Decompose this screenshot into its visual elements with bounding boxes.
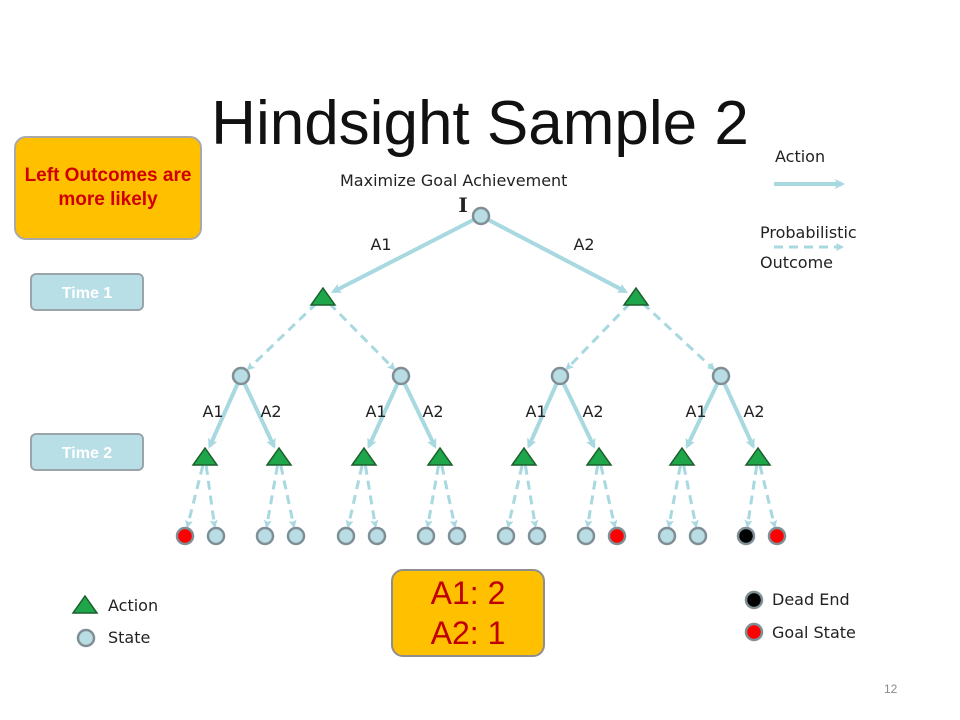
time-2-label: Time 2 (30, 433, 144, 471)
leaf-node-5-state (336, 526, 356, 546)
edge-state-2-a2 (402, 382, 437, 449)
level2-action-node-4 (426, 446, 454, 466)
legend-probabilistic-label-2: Outcome (760, 253, 834, 272)
edge-leaf-5 (345, 465, 364, 529)
leaf-node-8-state (447, 526, 467, 546)
edge-leaf-1 (185, 465, 205, 529)
edge-leaf-15 (744, 465, 759, 529)
leaf-node-11-state (576, 526, 596, 546)
edge-state-1-a2 (242, 382, 276, 449)
time-1-label: Time 1 (30, 273, 144, 311)
legend-dead-end-circle (744, 590, 764, 610)
level2-label-7: A1 (685, 402, 706, 421)
edge-root-to-action-1 (331, 217, 475, 294)
legend-dead-end-label: Dead End (772, 590, 850, 609)
tree-edges (185, 217, 778, 529)
level2-label-1: A1 (202, 402, 223, 421)
level2-action-node-1 (191, 446, 219, 466)
level2-state-node-4 (711, 366, 731, 386)
level2-state-node-1 (231, 366, 251, 386)
level2-state-node-3 (550, 366, 570, 386)
edge-leaf-4 (279, 465, 297, 529)
edge-state-3-a2 (561, 382, 596, 449)
level1-action-node-1 (309, 286, 337, 306)
edge-leaf-3 (263, 465, 279, 529)
leaf-node-10-state (527, 526, 547, 546)
edge-outcome-3 (565, 302, 631, 371)
result-a1: A1: 2 (430, 575, 506, 611)
legend-action-triangle (71, 594, 99, 614)
edge-state-2-a1 (367, 382, 400, 449)
edge-leaf-6 (363, 465, 379, 529)
root-label: I (458, 193, 467, 217)
page-number: 12 (884, 682, 898, 696)
leaf-node-3-state (255, 526, 275, 546)
level1-action-node-2 (622, 286, 650, 306)
leaf-node-15-dead-end (736, 526, 756, 546)
level2-label-8: A2 (743, 402, 764, 421)
leaf-node-14-state (688, 526, 708, 546)
level2-action-node-6 (585, 446, 613, 466)
edge-outcome-1 (246, 302, 318, 371)
level2-action-node-3 (350, 446, 378, 466)
likelihood-callout: Left Outcomes are more likely (14, 136, 202, 240)
edge-state-4-a1 (685, 382, 720, 449)
edge-state-3-a1 (527, 382, 559, 449)
legend-goal-circle (744, 622, 764, 642)
edge-root-to-action-2 (487, 217, 629, 294)
level2-state-node-2 (391, 366, 411, 386)
edge-leaf-2 (204, 465, 218, 529)
legend-state-circle (76, 628, 96, 648)
legend-graphics (71, 179, 845, 648)
result-a2: A2: 1 (430, 615, 506, 651)
level2-label-5: A1 (525, 402, 546, 421)
leaf-node-7-state (416, 526, 436, 546)
edge-leaf-8 (440, 465, 458, 529)
edge-outcome-4 (641, 302, 716, 371)
level1-label-a2: A2 (573, 235, 594, 254)
leaf-node-2-state (206, 526, 226, 546)
leaf-node-12-goal (607, 526, 627, 546)
edge-state-1-a1 (208, 382, 240, 449)
root-state-node (471, 206, 491, 226)
result-tally: A1: 2 A2: 1 (391, 569, 545, 657)
slide-title: Hindsight Sample 2 (211, 89, 749, 158)
leaf-node-16-goal (767, 526, 787, 546)
legend-action-label: Action (775, 147, 826, 166)
level2-action-node-2 (265, 446, 293, 466)
leaf-node-13-state (657, 526, 677, 546)
leaf-node-6-state (367, 526, 387, 546)
legend-bottom-state-label: State (108, 628, 151, 647)
tree-nodes (175, 206, 787, 546)
level2-label-3: A1 (365, 402, 386, 421)
level2-action-node-8 (744, 446, 772, 466)
leaf-node-1-goal (175, 526, 195, 546)
level2-action-node-5 (510, 446, 538, 466)
leaf-node-4-state (286, 526, 306, 546)
level2-label-6: A2 (582, 402, 603, 421)
level2-action-node-7 (668, 446, 696, 466)
level2-label-2: A2 (260, 402, 281, 421)
objective-label: Maximize Goal Achievement (340, 171, 568, 190)
edge-leaf-16 (758, 465, 778, 529)
edge-leaf-12 (599, 465, 618, 529)
legend-probabilistic-label-1: Probabilistic (760, 223, 857, 242)
edge-outcome-2 (328, 302, 396, 371)
leaf-node-9-state (496, 526, 516, 546)
edge-leaf-13 (666, 465, 682, 529)
legend-goal-state-label: Goal State (772, 623, 856, 642)
legend-bottom-action-label: Action (108, 596, 159, 615)
edge-leaf-10 (523, 465, 539, 529)
edge-leaf-7 (424, 465, 440, 529)
level2-label-4: A2 (422, 402, 443, 421)
edge-leaf-11 (584, 465, 600, 529)
edge-leaf-14 (682, 465, 699, 529)
edge-state-4-a2 (722, 382, 755, 449)
edge-leaf-9 (505, 465, 524, 529)
level1-label-a1: A1 (370, 235, 391, 254)
